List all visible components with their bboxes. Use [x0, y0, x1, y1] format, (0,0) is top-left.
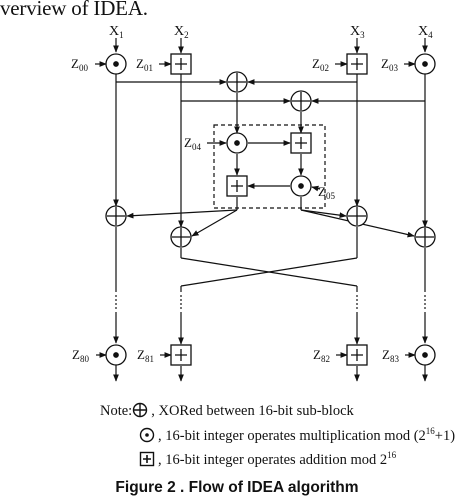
legend-add: , 16-bit integer operates addition mod 2…: [139, 450, 396, 469]
subkey-label-z05: Z05: [318, 184, 335, 201]
legend-add-exp: 16: [387, 450, 397, 460]
xor-operator: [226, 71, 248, 93]
subkey-label-z04: Z04: [184, 135, 201, 152]
legend-prefix: Note:: [100, 403, 133, 419]
mul-operator: [414, 53, 436, 75]
label-subscript: 03: [389, 63, 399, 73]
subkey-label-z82: Z82: [313, 347, 330, 364]
input-label: X1: [109, 24, 124, 40]
legend-mul-text-pre: , 16-bit integer operates multiplication…: [158, 427, 426, 444]
add-operator: [226, 175, 248, 197]
label-subscript: 80: [80, 354, 90, 364]
subkey-label-z00: Z00: [71, 56, 88, 73]
input-label: X4: [418, 24, 433, 40]
label-subscript: 1: [119, 30, 124, 40]
label-subscript: 02: [320, 63, 329, 73]
xor-operator: [170, 226, 192, 248]
label-subscript: 4: [428, 30, 433, 40]
legend-mul: , 16-bit integer operates multiplication…: [139, 426, 455, 445]
mul-operator: [414, 344, 436, 366]
input-label-x3: X: [350, 24, 360, 39]
label-subscript: 2: [184, 30, 189, 40]
mul-operator: [105, 53, 127, 75]
legend-xor-text: , XORed between 16-bit sub-block: [151, 403, 354, 419]
xor-operator: [414, 226, 436, 248]
subkey-label-z80: Z80: [72, 347, 89, 364]
mul-icon: [139, 427, 155, 443]
add-operator: [170, 53, 192, 75]
label-subscript: 00: [79, 63, 89, 73]
figure-caption: Figure 2 . Flow of IDEA algorithm: [115, 479, 359, 496]
label-subscript: 01: [144, 63, 153, 73]
input-label-x4: X: [418, 24, 428, 39]
subkey-label-z83: Z83: [382, 347, 399, 364]
add-operator: [290, 132, 312, 154]
label-subscript: 05: [326, 191, 336, 201]
legend-add-text-pre: , 16-bit integer operates addition mod 2: [158, 451, 388, 468]
mul-operator: [226, 132, 248, 154]
label-subscript: 3: [360, 30, 365, 40]
label-subscript: 82: [321, 354, 330, 364]
xor-icon: [132, 402, 148, 418]
xor-operator: [346, 205, 368, 227]
input-label-x1: X: [109, 24, 119, 39]
subkey-label-z81: Z81: [137, 347, 154, 364]
label-subscript: 04: [192, 142, 202, 152]
legend-xor: Note: , XORed between 16-bit sub-block: [100, 402, 354, 420]
add-icon: [139, 451, 155, 467]
input-label: X3: [350, 24, 365, 40]
legend-mul-exp: 16: [425, 426, 435, 436]
mul-operator: [290, 175, 312, 197]
mul-operator: [105, 344, 127, 366]
label-subscript: 83: [390, 354, 400, 364]
idea-flow-diagram: X1 X2 X3 X4 Z00 Z01 Z02 Z03 Z04 Z05 Z80 …: [71, 24, 436, 382]
input-label: X2: [174, 24, 189, 40]
xor-operator: [290, 90, 312, 112]
input-label-x2: X: [174, 24, 184, 39]
subkey-label-z03: Z03: [381, 56, 398, 73]
subkey-label-z01: Z01: [136, 56, 153, 73]
add-operator: [170, 344, 192, 366]
add-operator: [346, 53, 368, 75]
add-operator: [346, 344, 368, 366]
label-subscript: 81: [145, 354, 154, 364]
header-text: verview of IDEA.: [0, 0, 148, 20]
legend-mul-text-post: +1): [434, 427, 456, 444]
subkey-label-z02: Z02: [312, 56, 329, 73]
xor-operator: [105, 205, 127, 227]
